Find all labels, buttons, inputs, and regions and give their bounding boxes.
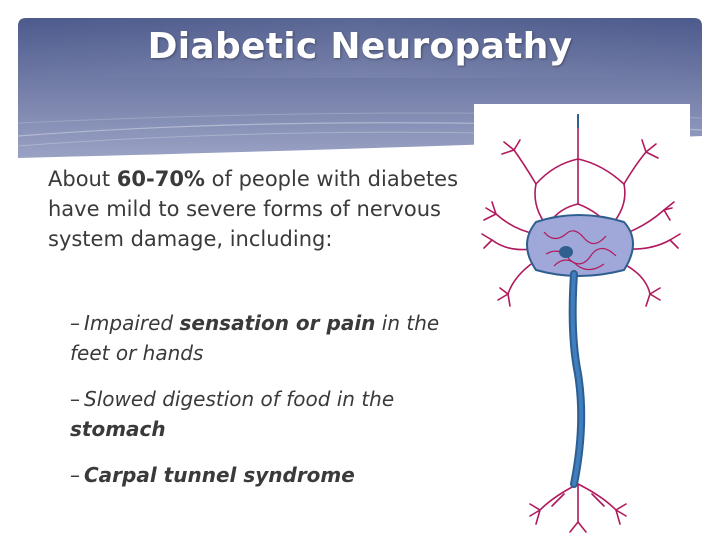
bullet-bold-text: sensation or pain bbox=[179, 311, 376, 335]
intro-paragraph: About 60-70% of people with diabetes hav… bbox=[48, 164, 478, 254]
bullet-bold-text: Carpal tunnel syndrome bbox=[84, 463, 355, 487]
neuron-icon bbox=[481, 114, 681, 533]
intro-suffix: of people with diabetes have mild to sev… bbox=[48, 167, 459, 251]
bullet-item: –Impaired sensation or pain in the feet … bbox=[70, 308, 480, 368]
bullet-bold-text: stomach bbox=[70, 417, 166, 441]
slide-title: Diabetic Neuropathy bbox=[147, 26, 573, 67]
intro-prefix: About bbox=[48, 167, 117, 191]
bullet-item: –Slowed digestion of food in the stomach bbox=[70, 384, 480, 444]
bullet-marker: – bbox=[70, 463, 80, 487]
bullet-marker: – bbox=[70, 387, 80, 411]
bullet-text: Impaired bbox=[84, 311, 180, 335]
bullet-text: Slowed digestion of food in the bbox=[84, 387, 395, 411]
intro-percentage: 60-70% bbox=[116, 167, 205, 191]
bullet-marker: – bbox=[70, 311, 80, 335]
neuron-illustration bbox=[474, 104, 690, 536]
bullet-text: in the feet or hands bbox=[70, 311, 440, 365]
bullet-item: –Carpal tunnel syndrome bbox=[70, 460, 480, 490]
